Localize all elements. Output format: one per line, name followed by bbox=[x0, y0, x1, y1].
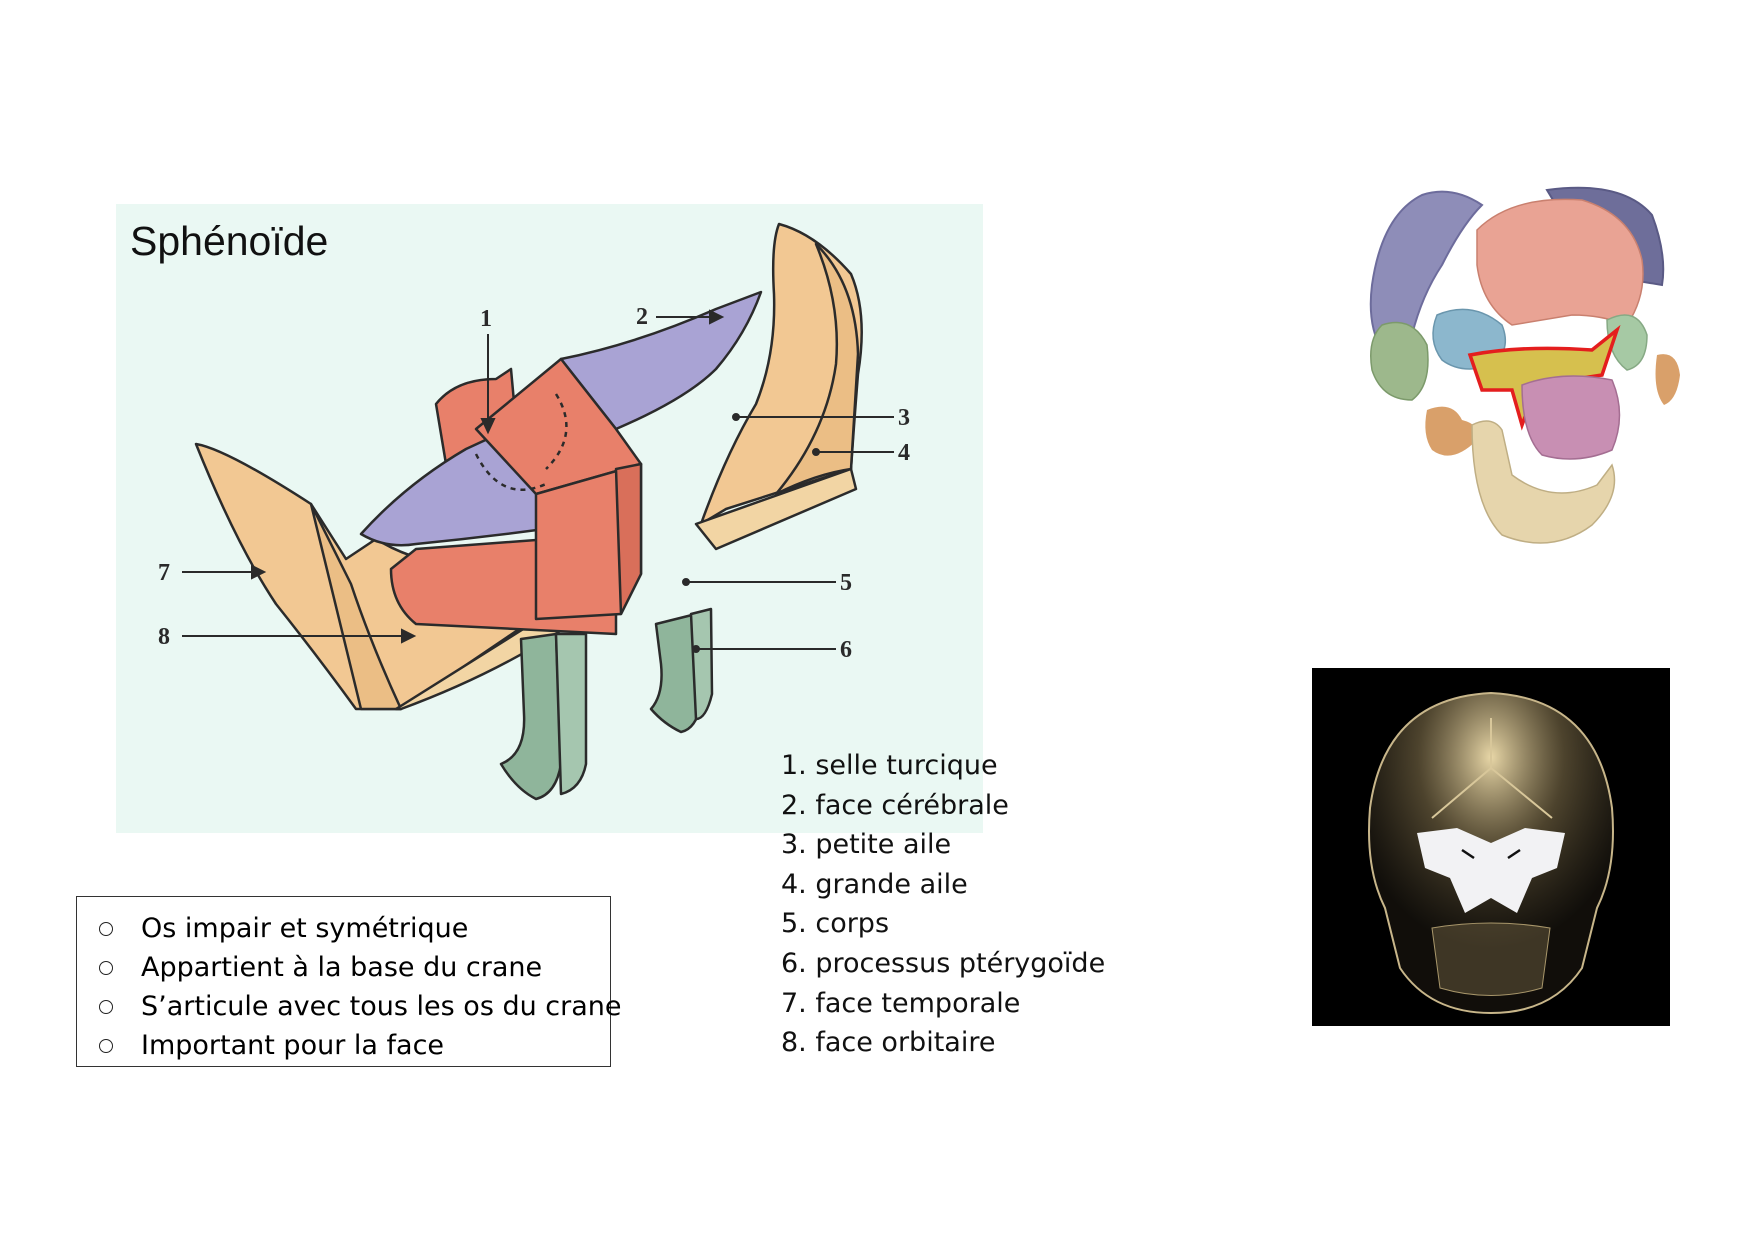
sphenoid-diagram: 1 2 3 4 5 6 7 8 Sphénoïde bbox=[116, 204, 983, 833]
legend-item: 8. face orbitaire bbox=[781, 1027, 996, 1059]
exploded-skull-image bbox=[1362, 175, 1702, 585]
callout-2: 2 bbox=[636, 304, 648, 330]
fact-item: S’articule avec tous les os du crane bbox=[91, 987, 622, 1026]
legend-item: 5. corps bbox=[781, 908, 890, 940]
fact-text: Os impair et symétrique bbox=[141, 913, 469, 944]
callout-8: 8 bbox=[158, 624, 170, 650]
hollow-circle-bullet-icon bbox=[99, 921, 113, 936]
hollow-circle-bullet-icon bbox=[99, 999, 113, 1014]
hollow-circle-bullet-icon bbox=[99, 1038, 113, 1053]
callout-7: 7 bbox=[158, 560, 170, 586]
diagram-title: Sphénoïde bbox=[130, 218, 329, 264]
callout-5: 5 bbox=[840, 570, 852, 596]
callout-6: 6 bbox=[840, 637, 852, 663]
right-lesser-wing bbox=[559, 290, 763, 431]
fact-text: Important pour la face bbox=[141, 1030, 445, 1061]
fact-item: Appartient à la base du crane bbox=[91, 948, 610, 987]
sella-turcica bbox=[474, 357, 643, 496]
legend-item: 1. selle turcique bbox=[781, 750, 998, 781]
parts-legend: 1. selle turcique 2. face cérébrale 3. p… bbox=[781, 746, 1105, 1063]
legend-item: 6. processus ptérygoïde bbox=[781, 947, 1106, 979]
fact-item: Os impair et symétrique bbox=[91, 909, 610, 948]
xray-skull-image bbox=[1312, 668, 1670, 1026]
sphenoid-illustration: 1 2 3 4 5 6 7 8 bbox=[158, 222, 910, 801]
fact-item: Important pour la face bbox=[91, 1026, 610, 1065]
fact-text: Appartient à la base du crane bbox=[141, 952, 543, 983]
legend-item: 7. face temporale bbox=[781, 987, 1021, 1019]
left-pterygoid bbox=[499, 632, 563, 801]
fact-text: S’articule avec tous les os du crane bbox=[141, 991, 622, 1022]
callout-4: 4 bbox=[898, 440, 910, 466]
hollow-circle-bullet-icon bbox=[99, 960, 113, 975]
callout-1: 1 bbox=[480, 306, 492, 332]
callout-3: 3 bbox=[898, 405, 910, 431]
facts-list: Os impair et symétrique Appartient à la … bbox=[77, 897, 622, 1065]
legend-item: 3. petite aile bbox=[781, 829, 952, 861]
legend-item: 4. grande aile bbox=[781, 868, 968, 900]
legend-item: 2. face cérébrale bbox=[781, 789, 1009, 821]
facts-box: Os impair et symétrique Appartient à la … bbox=[76, 896, 622, 1067]
